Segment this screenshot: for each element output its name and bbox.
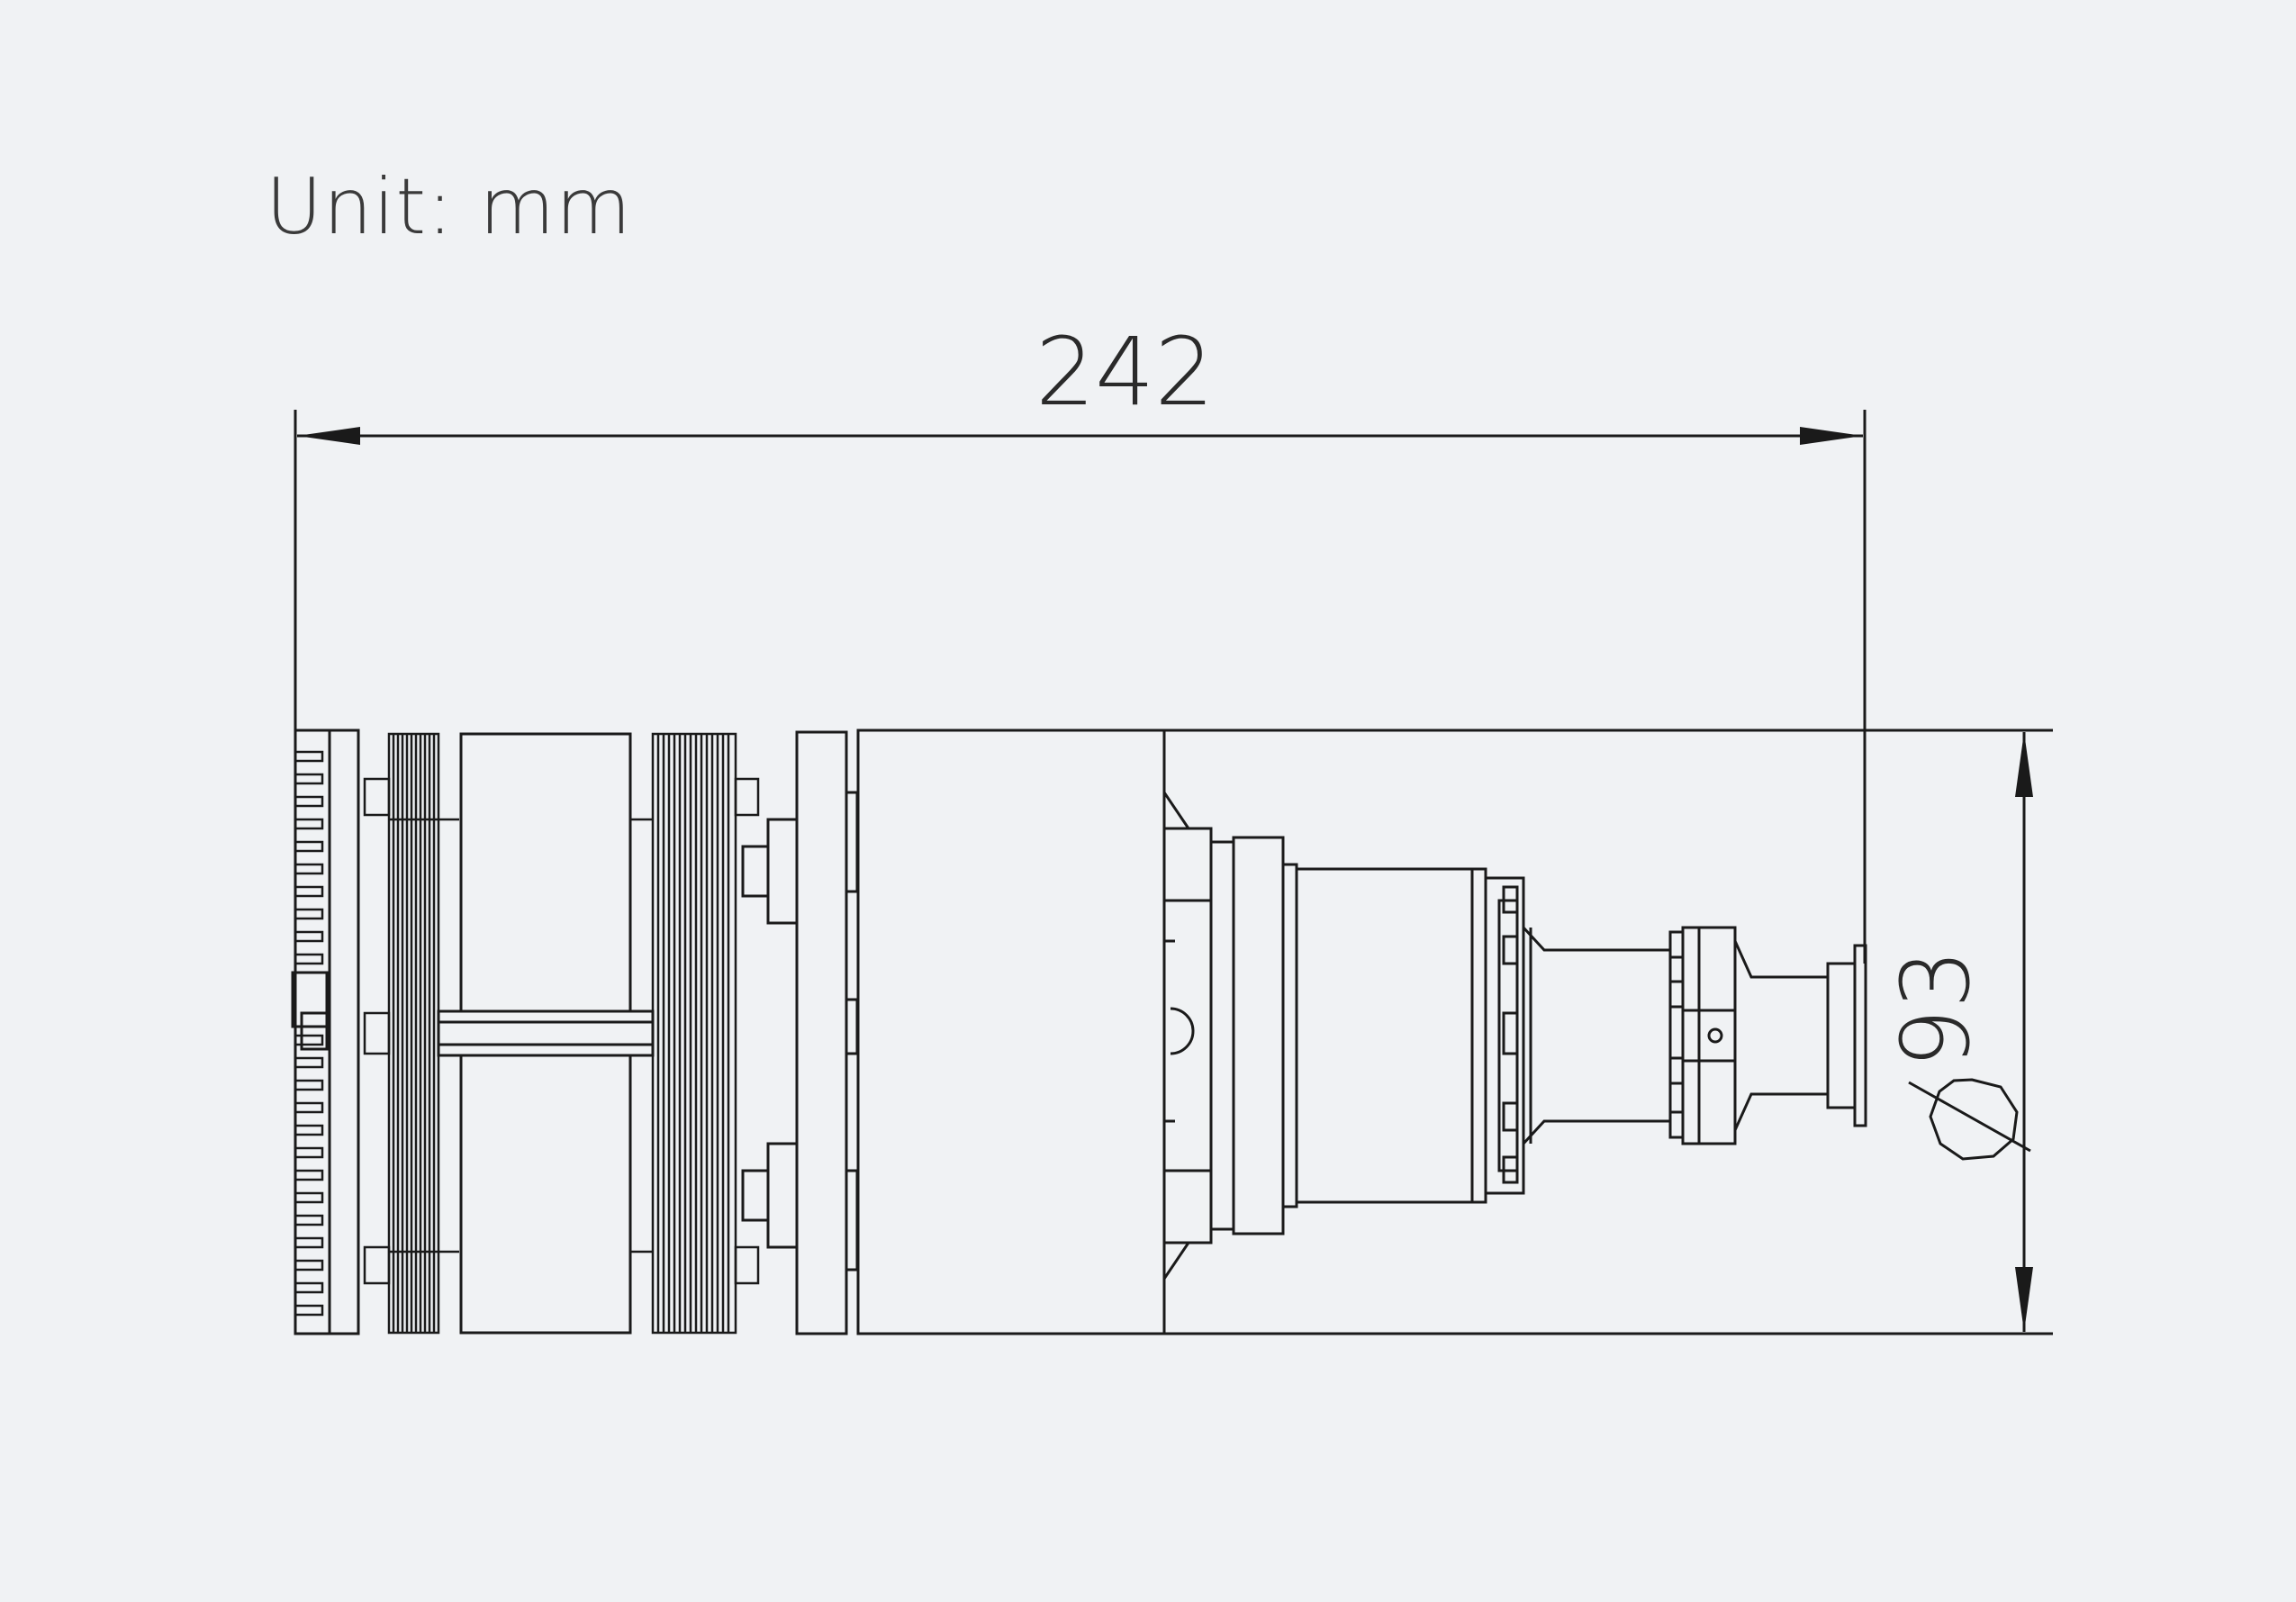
reducer-tabs: [1502, 885, 1519, 1184]
center-housing: [437, 732, 655, 1335]
heatsink: [291, 729, 360, 1335]
gear-stack-left: [363, 732, 459, 1335]
bolts: [741, 818, 799, 1249]
diameter-dimension: [1162, 729, 2053, 1335]
output-shaft: [1522, 926, 1867, 1145]
unit-label: Unit: mm: [266, 162, 632, 252]
length-dimension-value: 242: [1035, 317, 1215, 427]
diameter-symbol: [1908, 1078, 2031, 1161]
length-dimension: [294, 410, 1867, 964]
flange-plate: [795, 730, 859, 1335]
heatsink-fins: [295, 750, 324, 1317]
motor-housing: [856, 729, 1213, 1335]
gear-reducer: [1209, 836, 1525, 1235]
gear-stack-right: [630, 732, 760, 1335]
